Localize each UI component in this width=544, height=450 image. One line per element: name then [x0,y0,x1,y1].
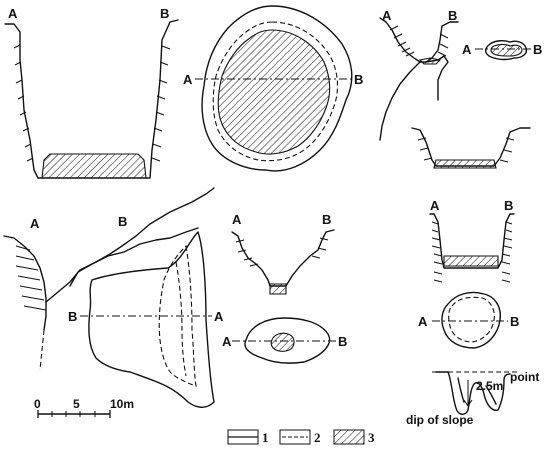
legend-number-3: 3 [368,430,375,445]
label-b: B [354,72,363,87]
legend-number-2: 2 [314,430,321,445]
sediment-fill [41,153,147,179]
label-b: B [533,42,542,57]
profile-funnel: A B [231,212,335,295]
label-b: B [338,334,347,349]
label-a: A [183,72,193,87]
scale-tick-10m: 10m [110,397,134,411]
scale-tick-5: 5 [73,397,80,411]
legend: 1 2 3 [227,429,375,445]
label-a: A [382,8,392,23]
plan-right-lower: A B [418,291,519,349]
profile-fill [418,57,442,65]
label-a: A [232,212,242,227]
label-b: B [118,214,127,229]
plan-bottom-left: A B B A [3,187,224,408]
scale-bar: 0 5 10m [34,397,134,418]
section-right-upper [411,127,531,169]
legend-item-solid: 1 [227,429,269,445]
plan-top-right: A B [462,39,542,61]
label-b: B [448,8,457,23]
label-b: B [68,309,77,324]
wall-ticks-left [13,44,171,162]
legend-item-hatch: 3 [333,429,375,445]
label-b: B [160,6,169,21]
label-b: B [322,212,331,227]
label-a: A [214,309,224,324]
label-a: A [30,216,40,231]
label-a: A [222,334,232,349]
depth-label: 2.5m [476,379,503,393]
plan-fill [217,29,331,155]
dip-label: dip of slope [406,413,474,427]
section-point-dip: 2.5m point dip of slope [406,370,539,427]
label-b: B [510,314,519,329]
label-b: B [504,198,513,213]
scale-tick-0: 0 [34,397,41,411]
profile-right-lower: A B [429,198,515,283]
profile-top-right: A B [379,8,459,141]
label-a: A [430,198,440,213]
legend-number-1: 1 [262,430,269,445]
legend-item-dashed: 2 [279,429,321,445]
profile-top-left: A B [4,6,179,179]
label-a: A [462,42,472,57]
plan-center-small: A B [222,317,347,364]
label-a: A [8,6,18,21]
label-a: A [418,314,428,329]
plan-top-center: A B [183,5,363,172]
point-label: point [510,370,539,384]
